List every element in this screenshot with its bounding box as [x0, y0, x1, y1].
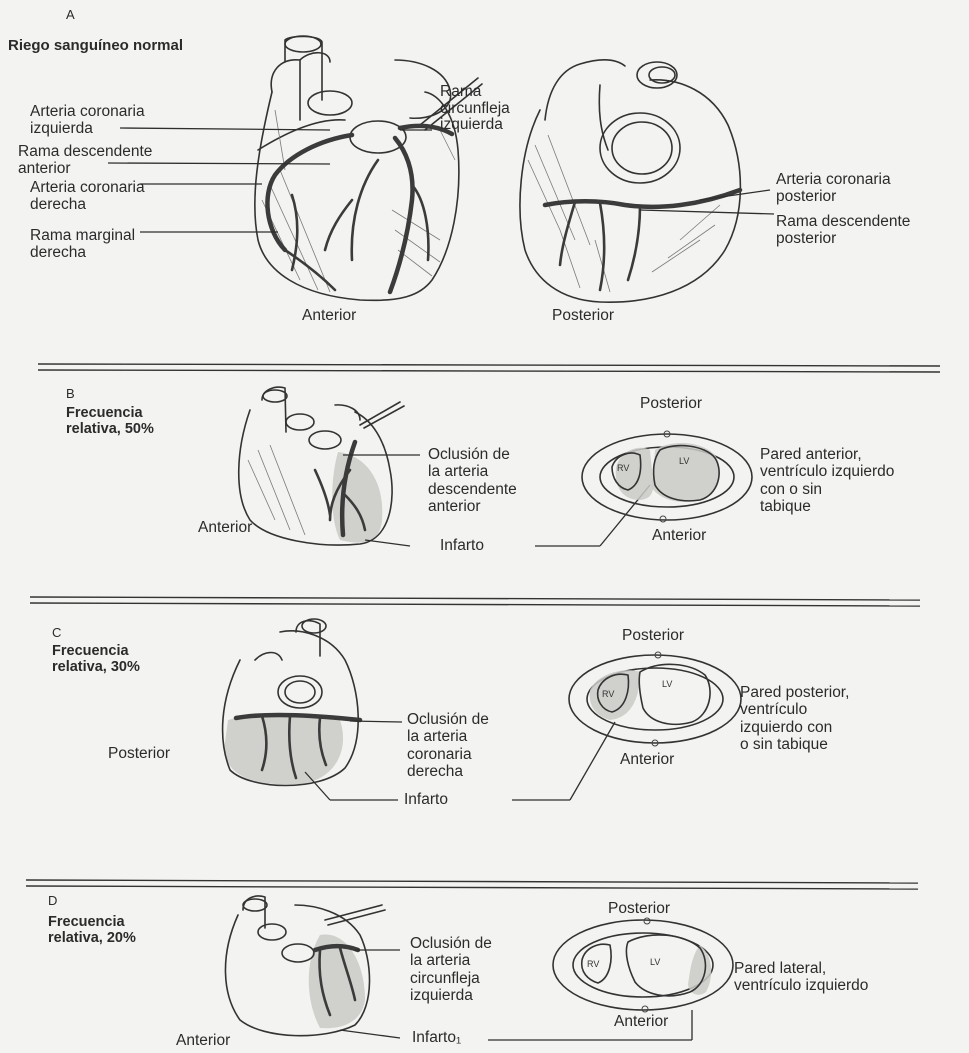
heart-anterior-view — [255, 36, 482, 300]
panel-d-description: Pared lateral, ventrículo izquierdo — [734, 960, 868, 995]
label-posterior-descending: Rama descendente posterior — [776, 214, 910, 247]
panel-c-infarct: Infarto — [404, 792, 448, 809]
view-label-posterior: Posterior — [552, 308, 614, 325]
panel-d-frequency: Frecuencia relativa, 20% — [48, 914, 136, 946]
label-circumflex: Rama circunfleja izquierda — [440, 84, 510, 134]
panel-b-frequency: Frecuencia relativa, 50% — [66, 405, 154, 437]
label-right-marginal: Rama marginal derecha — [30, 228, 135, 261]
section-dividers — [26, 364, 940, 889]
label-left-coronary: Arteria coronaria izquierda — [30, 104, 145, 137]
panel-d-view: Anterior — [176, 1033, 230, 1050]
panel-c-section-top: Posterior — [622, 628, 684, 645]
panel-d-letter: D — [48, 894, 57, 908]
panel-c-section-bottom: Anterior — [620, 752, 674, 769]
panel-b-lv: LV — [679, 457, 689, 467]
panel-a-letter: A — [66, 8, 75, 22]
panel-b-letter: B — [66, 387, 75, 401]
panel-d-occlusion: Oclusión de la arteria circunfleja izqui… — [410, 935, 492, 1004]
panel-c-occlusion: Oclusión de la arteria coronaria derecha — [407, 711, 489, 780]
panel-b-section-top: Posterior — [640, 396, 702, 413]
heart-posterior-view — [520, 60, 740, 302]
label-anterior-descending: Rama descendente anterior — [18, 144, 152, 177]
panel-b-rv: RV — [617, 464, 629, 474]
panel-c-rv: RV — [602, 690, 614, 700]
panel-a-leader-lines — [108, 128, 774, 232]
label-right-coronary: Arteria coronaria derecha — [30, 180, 145, 213]
section-panel-c — [569, 652, 741, 746]
panel-c-lv: LV — [662, 680, 672, 690]
view-label-anterior: Anterior — [302, 308, 356, 325]
panel-d-infarct: Infarto₁ — [412, 1030, 461, 1047]
panel-b-infarct: Infarto — [440, 538, 484, 555]
panel-c-description: Pared posterior, ventrículo izquierdo co… — [740, 684, 849, 753]
panel-d-lv: LV — [650, 958, 660, 968]
panel-b-view: Anterior — [198, 520, 252, 537]
panel-c-letter: C — [52, 626, 61, 640]
section-panel-d — [553, 918, 733, 1012]
label-posterior-coronary: Arteria coronaria posterior — [776, 172, 891, 205]
panel-a-title: Riego sanguíneo normal — [8, 38, 183, 54]
panel-b-section-bottom: Anterior — [652, 528, 706, 545]
panel-b-description: Pared anterior, ventrículo izquierdo con… — [760, 446, 894, 515]
panel-c-frequency: Frecuencia relativa, 30% — [52, 643, 140, 675]
panel-d-section-top: Posterior — [608, 901, 670, 918]
panel-b-occlusion: Oclusión de la arteria descendente anter… — [428, 446, 517, 515]
section-panel-b — [582, 431, 752, 522]
panel-c-view: Posterior — [108, 746, 170, 763]
panel-d-rv: RV — [587, 960, 599, 970]
panel-d-section-bottom: Anterior — [614, 1014, 668, 1031]
